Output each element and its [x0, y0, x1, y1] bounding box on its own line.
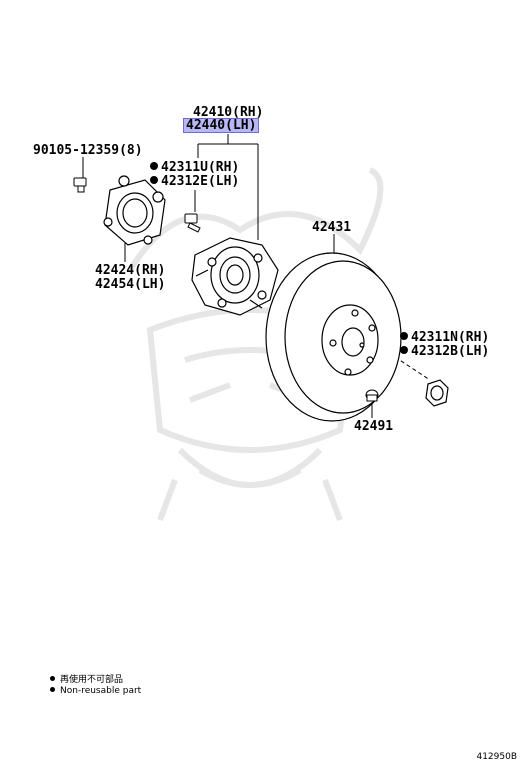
- rotor-label: 42431: [312, 220, 352, 235]
- backing-lh-label: 42454(LH): [95, 277, 166, 292]
- flange-bolt: [73, 177, 87, 193]
- figure-number: 412950B: [476, 752, 517, 762]
- hub-bolt-lh-text: 42312E(LH): [161, 174, 240, 189]
- hub-bolt-lh-label: 42312E(LH): [150, 175, 239, 188]
- hub-assembly: [191, 237, 279, 316]
- non-reusable-dot-icon: [150, 176, 158, 184]
- non-reusable-dot-icon: [50, 687, 55, 692]
- hole-plug: [365, 389, 379, 402]
- nut-lh-label: 42312B(LH): [400, 345, 489, 358]
- hub-lh-label[interactable]: 42440(LH): [183, 118, 260, 133]
- hub-nut: [425, 379, 449, 407]
- non-reusable-dot-icon: [400, 332, 408, 340]
- hub-rh-label: 42410(RH): [193, 105, 264, 120]
- bolt-label: 90105-12359(8): [33, 143, 143, 158]
- hub-bolt-rh-text: 42311U(RH): [161, 160, 240, 175]
- non-reusable-dot-icon: [400, 346, 408, 354]
- non-reusable-dot-icon: [50, 676, 55, 681]
- legend-jp: 再使用不可部品: [50, 675, 123, 685]
- nut-rh-text: 42311N(RH): [411, 330, 490, 345]
- backing-rh-label: 42424(RH): [95, 263, 166, 278]
- hub-bolt: [184, 213, 201, 233]
- legend-jp-text: 再使用不可部品: [60, 675, 124, 685]
- non-reusable-dot-icon: [150, 162, 158, 170]
- plug-label: 42491: [354, 419, 394, 434]
- hub-bolt-rh-label: 42311U(RH): [150, 161, 239, 174]
- legend-en: Non-reusable part: [50, 686, 141, 696]
- disc-rotor: [265, 252, 402, 422]
- nut-lh-text: 42312B(LH): [411, 344, 490, 359]
- legend-en-text: Non-reusable part: [60, 686, 142, 696]
- nut-rh-label: 42311N(RH): [400, 331, 489, 344]
- backing-plate: [103, 175, 166, 246]
